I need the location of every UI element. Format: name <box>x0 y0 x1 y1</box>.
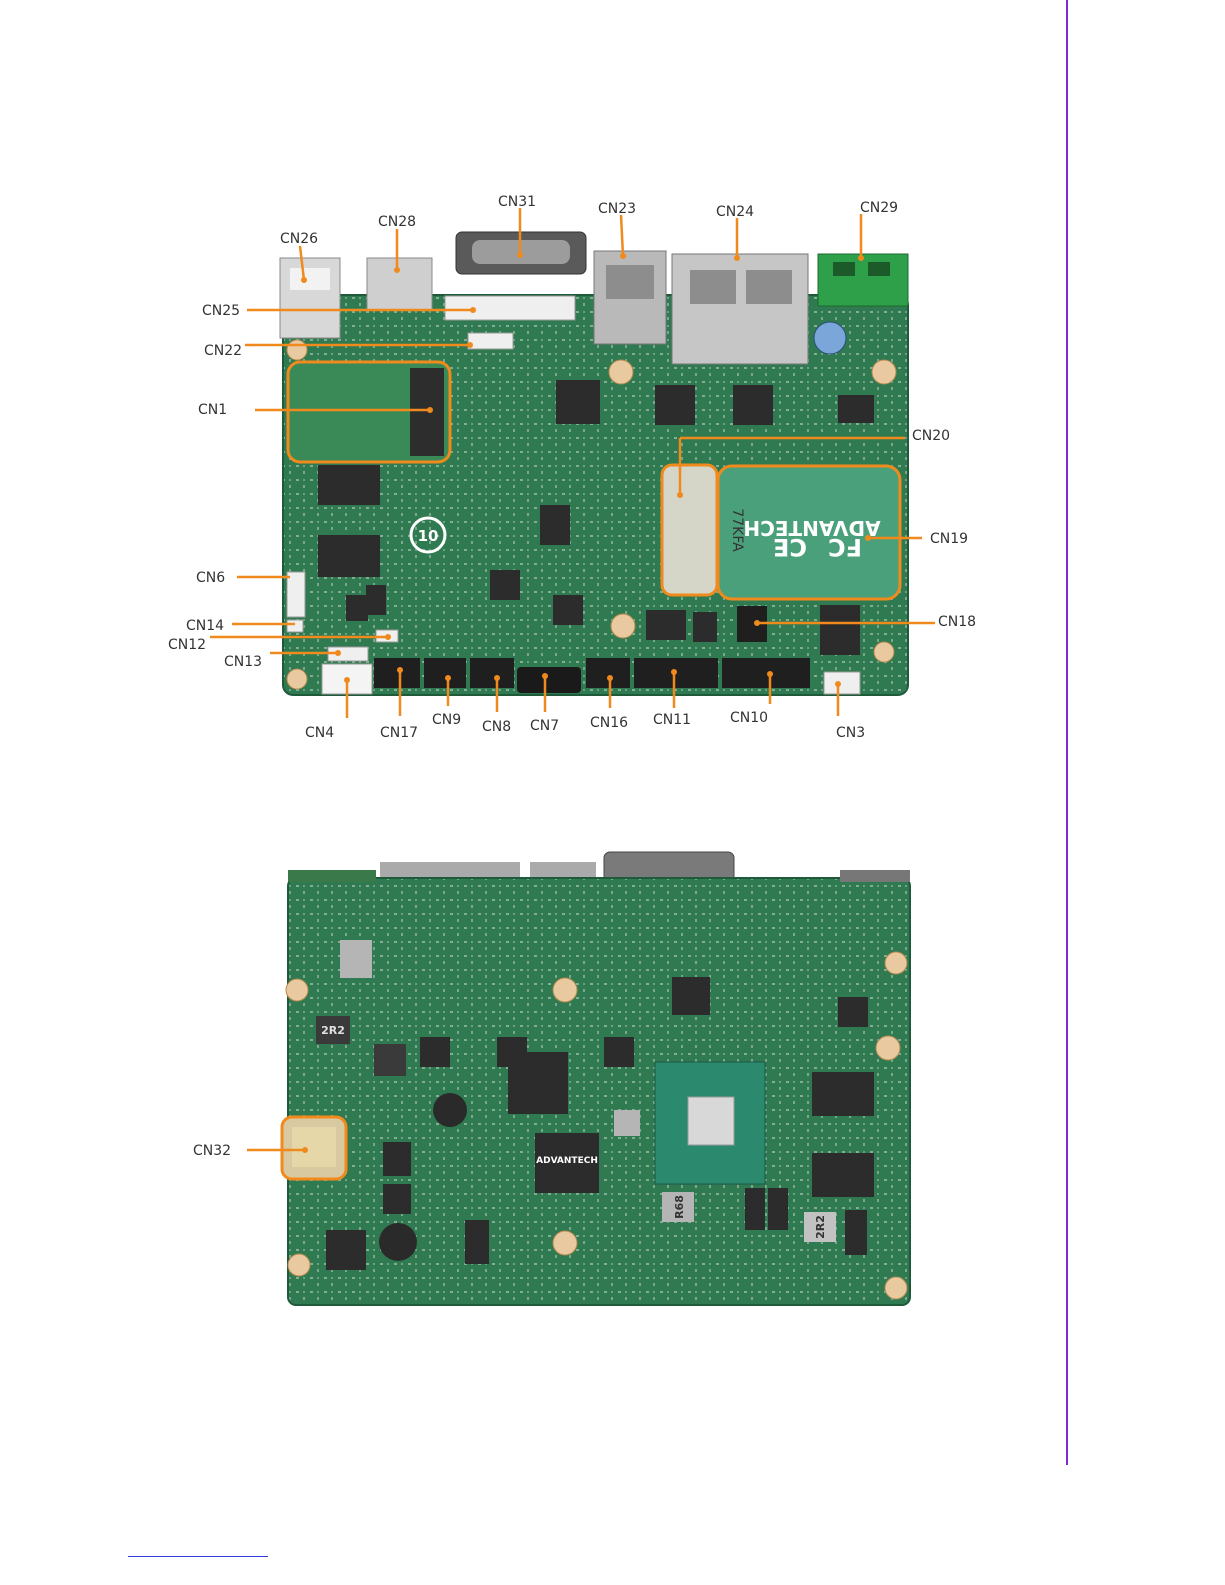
label-cn26: CN26 <box>280 231 318 247</box>
capacitor <box>814 322 846 354</box>
bottom-board: ADVANTECH 2R2 2R2 R68 <box>282 852 910 1305</box>
cn8-pin-header <box>470 658 514 688</box>
cn20-minipcie-slot <box>662 465 717 595</box>
label-cn3: CN3 <box>836 725 865 741</box>
label-cn16: CN16 <box>590 715 628 731</box>
cn10-pin-header <box>722 658 810 688</box>
label-cn8: CN8 <box>482 719 511 735</box>
label-cn22: CN22 <box>204 343 242 359</box>
label-cn23: CN23 <box>598 201 636 217</box>
cn22-header <box>468 333 513 349</box>
label-cn10: CN10 <box>730 710 768 726</box>
top-board: ADVANTECH FC CE 77KFA 10 <box>280 232 908 695</box>
label-cn19: CN19 <box>930 531 968 547</box>
cn16-pin-header <box>586 658 630 688</box>
inductor-2r2-b-text: 2R2 <box>814 1215 827 1239</box>
label-cn7: CN7 <box>530 718 559 734</box>
label-cn32: CN32 <box>193 1143 231 1159</box>
label-cn13: CN13 <box>224 654 262 670</box>
cn17-pin-header <box>374 658 420 688</box>
bottom-brand-text: ADVANTECH <box>536 1156 598 1166</box>
cn3-header <box>824 672 860 694</box>
label-cn1: CN1 <box>198 402 227 418</box>
label-cn17: CN17 <box>380 725 418 741</box>
buzzer <box>379 1223 417 1261</box>
cn19-ce-mark: CE <box>773 533 807 561</box>
label-cn18: CN18 <box>938 614 976 630</box>
label-cn29: CN29 <box>860 200 898 216</box>
cn19-fc-mark: FC <box>828 533 862 561</box>
label-cn28: CN28 <box>378 214 416 230</box>
label-cn20: CN20 <box>912 428 950 444</box>
label-cn11: CN11 <box>653 712 691 728</box>
label-cn24: CN24 <box>716 204 754 220</box>
label-cn6: CN6 <box>196 570 225 586</box>
label-cn9: CN9 <box>432 712 461 728</box>
inductor-2r2-a-text: 2R2 <box>321 1024 345 1037</box>
cn28-hdmi-port <box>367 258 432 310</box>
label-cn14: CN14 <box>186 618 224 634</box>
label-cn31: CN31 <box>498 194 536 210</box>
recycle-logo-text: 10 <box>418 527 439 545</box>
label-cn25: CN25 <box>202 303 240 319</box>
label-cn12: CN12 <box>168 637 206 653</box>
cn25-header <box>445 296 575 320</box>
cpu-die <box>688 1097 734 1145</box>
cn7-sata-connector <box>517 667 581 693</box>
cn14-header <box>287 620 303 632</box>
cn9-pin-header <box>424 658 466 688</box>
cn6-header <box>287 572 305 617</box>
cn20-code-text: 77KFA <box>729 508 745 552</box>
cn29-power-terminal <box>818 254 908 306</box>
label-cn4: CN4 <box>305 725 334 741</box>
inductor-r68-text: R68 <box>673 1195 686 1219</box>
